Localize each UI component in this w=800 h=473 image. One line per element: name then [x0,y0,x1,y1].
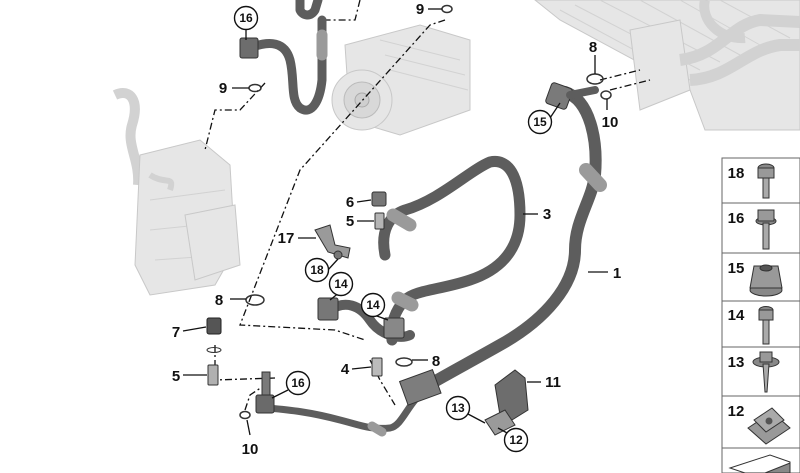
panel-label-15: 15 [728,260,745,277]
callout-labels: 16 9 9 8 15 10 3 6 5 17 18 14 14 1 8 7 5… [172,1,621,458]
collar-screw-icon [752,351,780,393]
callout-11: 11 [545,374,561,391]
callout-15: 15 [533,115,547,129]
bracket-11 [484,369,529,436]
callout-14-center: 14 [366,298,380,312]
callout-1: 1 [613,265,621,282]
panel-label-18: 18 [728,165,745,182]
callout-10-lower: 10 [242,441,259,458]
callout-10-right: 10 [602,114,619,131]
callout-4: 4 [341,361,350,378]
callout-7: 7 [172,324,180,341]
callout-9-left: 9 [219,80,227,97]
panel-label-16: 16 [728,210,745,227]
hex-flange-nut-icon [749,264,783,297]
callout-17: 17 [278,230,295,247]
callout-8-lower: 8 [432,353,440,370]
hose-3 [378,155,526,346]
callout-14-left: 14 [334,277,348,291]
callout-16-top: 16 [239,11,253,25]
callout-18: 18 [310,263,324,277]
clip-nut-icon [747,407,791,445]
callout-8-left: 8 [215,292,223,309]
small-parts [206,4,612,420]
panel-label-12: 12 [728,403,745,420]
callout-12: 12 [509,433,523,447]
upper-hose [239,0,328,115]
callout-16-lower: 16 [291,376,305,390]
lower-hose [255,368,442,437]
callout-8-right: 8 [589,39,597,56]
compressor-ghost [331,24,471,136]
torx-screw-icon [757,163,775,199]
hex-flange-bolt-icon [755,209,777,250]
callout-5-upper: 5 [346,213,354,230]
callout-13: 13 [451,401,465,415]
leader-lines [182,8,608,436]
callout-5-lower: 5 [172,368,180,385]
arrow-shape-icon [728,454,791,473]
torx-bolt-icon [758,306,774,345]
callout-3: 3 [543,206,551,223]
panel-label-13: 13 [728,354,745,371]
parts-panel: 18 16 15 14 13 [721,157,800,473]
panel-label-14: 14 [728,307,745,324]
callout-6: 6 [346,194,354,211]
reservoir-ghost [112,88,241,296]
callout-9-top: 9 [416,1,424,18]
hose-14-line [317,297,415,342]
hose-1 [414,82,607,396]
condenser-ghost [534,0,800,131]
